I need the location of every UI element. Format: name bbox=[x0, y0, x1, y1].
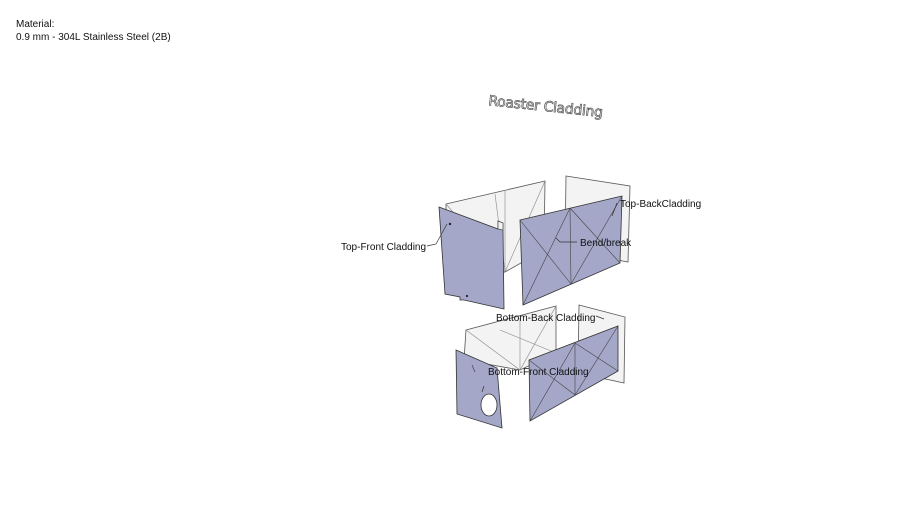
leader-top-front bbox=[426, 223, 448, 247]
label-top-back: Top-BackCladding bbox=[620, 199, 701, 210]
leader-bottom-back bbox=[595, 315, 605, 320]
material-spec: 0.9 mm - 304L Stainless Steel (2B) bbox=[16, 32, 171, 43]
top-cladding-assembly bbox=[438, 175, 631, 310]
label-bottom-back: Bottom-Back Cladding bbox=[496, 313, 596, 324]
bottom-cladding-assembly bbox=[455, 304, 626, 429]
label-top-front: Top-Front Cladding bbox=[341, 242, 426, 253]
vent-hole bbox=[480, 393, 498, 417]
leader-bend-break bbox=[555, 237, 577, 243]
model-title: Roaster Cladding bbox=[488, 93, 604, 121]
material-heading: Material: bbox=[16, 19, 55, 30]
leader-bottom-front bbox=[481, 385, 485, 393]
leader-top-back bbox=[611, 202, 618, 217]
material-note: Material: 0.9 mm - 304L Stainless Steel … bbox=[16, 18, 171, 44]
label-bend-break: Bend/break bbox=[580, 238, 632, 249]
label-bottom-front: Bottom-Front Cladding bbox=[488, 367, 589, 378]
